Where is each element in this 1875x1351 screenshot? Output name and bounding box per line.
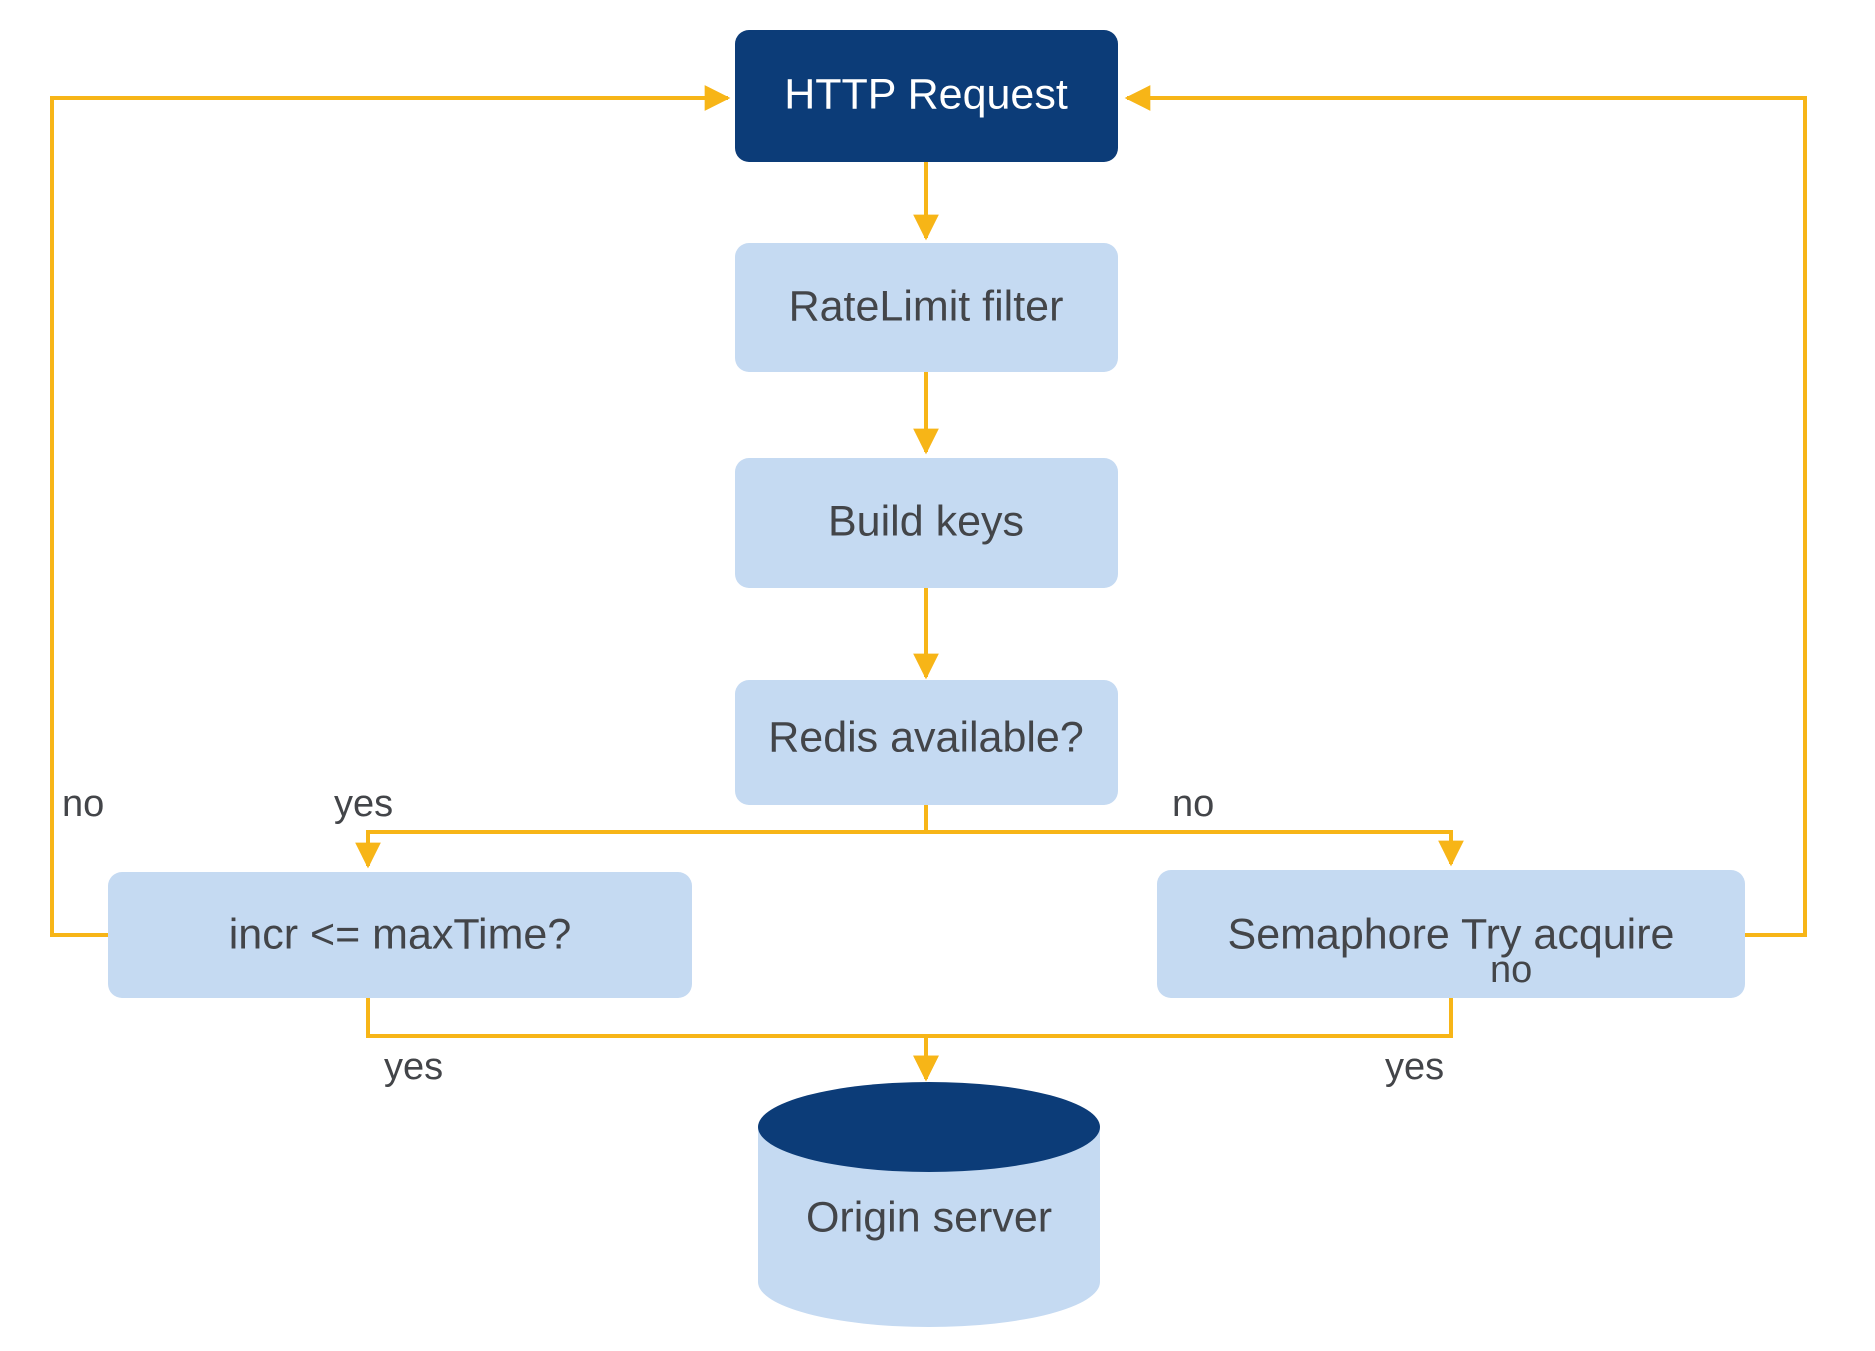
node-redis-available-shape	[735, 680, 1118, 805]
edge-label-redis-no: no	[1172, 783, 1214, 825]
node-incr-maxtime-label: incr <= maxTime?	[229, 910, 572, 958]
node-ratelimit-filter-label: RateLimit filter	[789, 282, 1064, 330]
node-http-request[interactable]: HTTP Request	[735, 30, 1118, 162]
node-redis-available-label: Redis available?	[768, 713, 1084, 761]
edge-incr-yes-to-origin	[366, 998, 939, 1082]
node-incr-maxtime-shape	[108, 872, 692, 998]
node-semaphore-try-acquire-label: Semaphore Try acquire	[1228, 910, 1675, 958]
edge-label-incr-no: no	[62, 783, 104, 825]
node-http-request-shape	[735, 30, 1118, 162]
node-ratelimit-filter-shape	[735, 243, 1118, 372]
node-ratelimit-filter[interactable]: RateLimit filter	[735, 243, 1118, 372]
node-build-keys-label: Build keys	[828, 497, 1024, 545]
node-incr-maxtime[interactable]: incr <= maxTime?	[108, 872, 692, 998]
node-redis-available[interactable]: Redis available?	[735, 680, 1118, 805]
edge-label-semaphore-no: no	[1490, 949, 1532, 991]
node-build-keys-shape	[735, 458, 1118, 588]
node-origin-server-top	[758, 1082, 1100, 1172]
edge-label-semaphore-yes: yes	[1385, 1046, 1444, 1088]
edge-redis-no-to-semaphore	[924, 805, 1464, 867]
edge-semaphore-no-to-http	[1124, 85, 1807, 937]
node-http-request-label: HTTP Request	[784, 70, 1068, 118]
edge-semaphore-yes-to-origin	[913, 998, 1453, 1082]
edge-label-incr-yes: yes	[384, 1046, 443, 1088]
node-build-keys[interactable]: Build keys	[735, 458, 1118, 588]
edge-redis-yes-to-incr	[355, 805, 928, 869]
node-semaphore-try-acquire-shape	[1157, 870, 1745, 998]
edge-incr-no-to-http	[50, 85, 731, 937]
node-origin-server[interactable]: Origin server	[758, 1082, 1100, 1327]
node-semaphore-try-acquire[interactable]: Semaphore Try acquire	[1157, 870, 1745, 998]
node-origin-server-body	[758, 1127, 1100, 1327]
node-origin-server-label: Origin server	[806, 1193, 1052, 1241]
edge-label-redis-yes: yes	[334, 783, 393, 825]
